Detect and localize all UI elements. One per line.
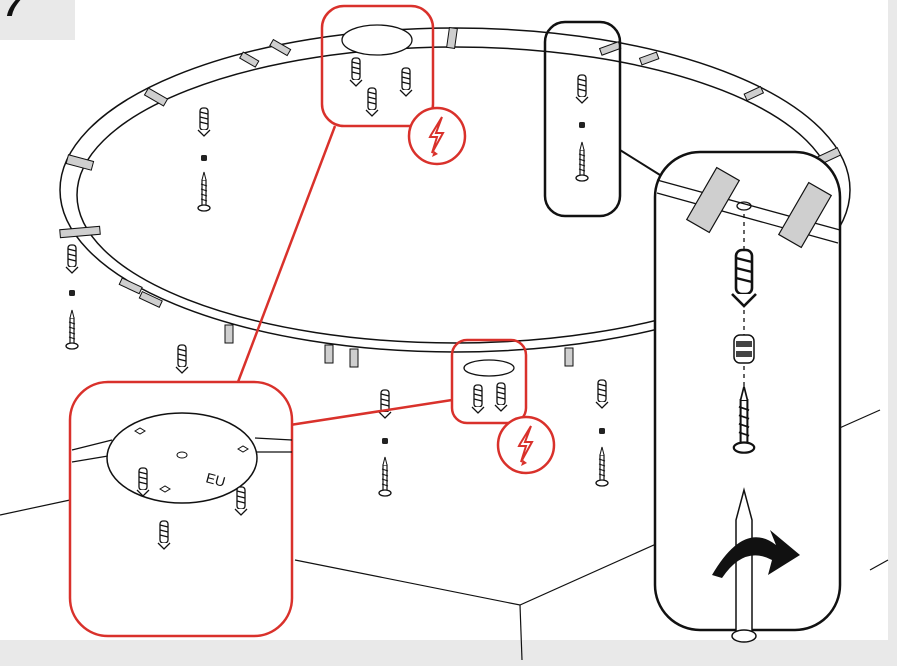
plate-callout-top	[320, 4, 435, 128]
detail-zoom-panel	[653, 150, 842, 643]
rotate-arrow-icon	[712, 530, 800, 578]
tape-strips	[59, 26, 842, 368]
plate-callout-bottom	[450, 338, 528, 425]
nut-detail	[733, 334, 755, 364]
warning-top	[407, 106, 467, 166]
detail-callout-frame	[543, 20, 622, 218]
plate-marking-text: EU	[204, 469, 227, 489]
screwdriver-icon	[735, 487, 753, 641]
warning-bottom	[496, 415, 556, 475]
step-number: 7	[4, 0, 23, 24]
plate-zoom-content	[71, 412, 293, 550]
room-lines	[0, 409, 889, 661]
